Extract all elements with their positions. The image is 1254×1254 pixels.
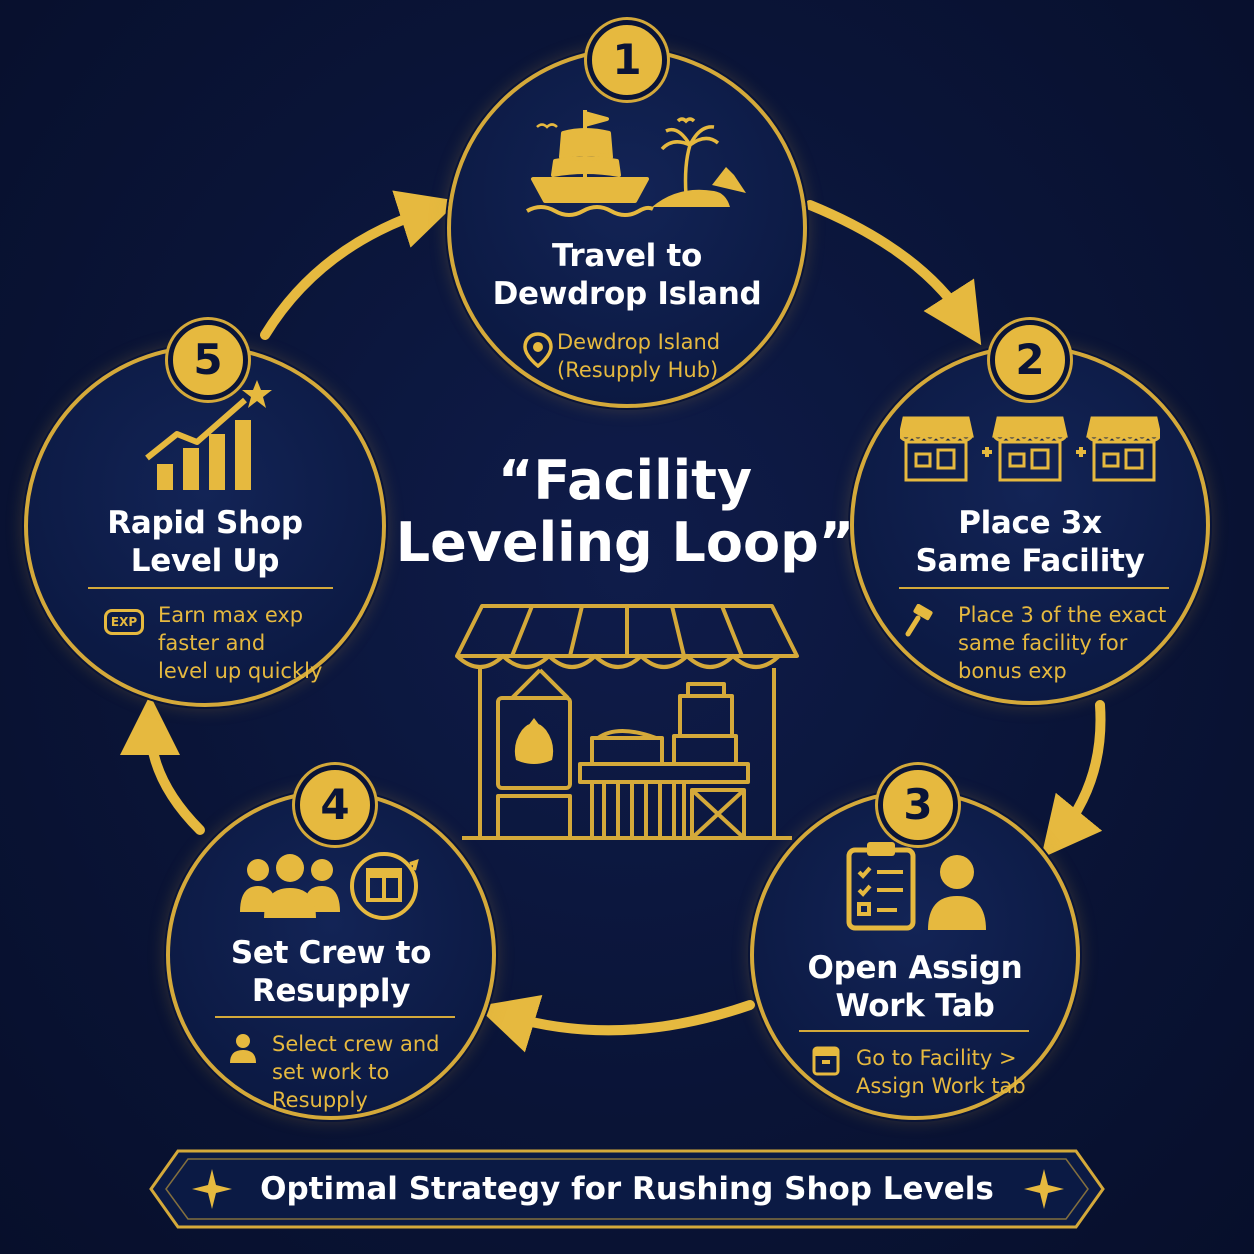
step-1-badge: 1 <box>587 20 667 100</box>
crew-group-icon <box>240 854 340 918</box>
step-4-desc-line3: Resupply <box>272 1088 368 1112</box>
step-3-title-line2: Work Tab <box>835 988 995 1024</box>
step-4-desc-line1: Select crew and <box>272 1032 440 1056</box>
step-4-title-line2: Resupply <box>251 973 411 1009</box>
exp-badge-label: EXP <box>110 615 138 629</box>
step-1-title-line2: Dewdrop Island <box>492 276 762 312</box>
step-2-badge: 2 <box>990 320 1070 400</box>
step-4-desc-line2: set work to <box>272 1060 390 1084</box>
arrow-4-to-5 <box>120 695 205 835</box>
step-3-title-line1: Open Assign <box>807 950 1023 986</box>
three-shops-icon <box>900 416 1160 482</box>
step-5-desc-line2: faster and <box>158 631 266 655</box>
step-2-divider <box>899 587 1169 589</box>
banner-frame <box>149 1149 1105 1229</box>
resupply-cycle-icon <box>350 852 419 920</box>
exp-badge-icon: EXP <box>104 609 144 635</box>
step-4-node: Set Crew to Resupply Select crew and set… <box>166 790 496 1120</box>
crew-member-icon <box>230 1034 256 1063</box>
center-title: “Facility Leveling Loop” <box>380 450 870 574</box>
step-4-badge: 4 <box>295 765 375 845</box>
arrow-5-to-1 <box>260 190 459 340</box>
banner-text: Optimal Strategy for Rushing Shop Levels <box>260 1171 994 1207</box>
hammer-icon <box>905 604 933 637</box>
center-title-line2: Leveling Loop” <box>395 511 855 574</box>
step-1-desc-line2: (Resupply Hub) <box>557 358 719 382</box>
step-2-title-line2: Same Facility <box>915 543 1145 579</box>
step-5-node: Rapid Shop Level Up EXP Earn max exp fas… <box>24 345 386 707</box>
step-3-desc-line1: Go to Facility > <box>856 1046 1017 1070</box>
step-2-node: Place 3x Same Facility Place 3 of the ex… <box>850 345 1210 705</box>
clipboard-icon <box>846 842 916 931</box>
arrow-2-to-3 <box>1041 700 1106 859</box>
step-1-desc-line1: Dewdrop Island <box>557 330 721 354</box>
step-2-desc-line3: bonus exp <box>958 659 1067 683</box>
step-3-desc-line2: Assign Work tab <box>856 1074 1026 1098</box>
step-4-divider <box>215 1016 455 1018</box>
step-1-node: Travel to Dewdrop Island Dewdrop Island … <box>447 48 807 408</box>
center-title-line1: “Facility <box>497 449 753 512</box>
island-icon <box>652 117 746 207</box>
step-3-badge: 3 <box>878 765 958 845</box>
sparkle-right-icon <box>1024 1169 1064 1209</box>
step-5-desc-line1: Earn max exp <box>158 603 304 627</box>
step-2-desc-line1: Place 3 of the exact <box>958 603 1167 627</box>
step-5-title-line1: Rapid Shop <box>107 505 303 541</box>
step-4-title-line1: Set Crew to <box>230 935 432 971</box>
pirate-ship-icon <box>526 110 654 217</box>
step-1-title-line1: Travel to <box>551 238 702 274</box>
step-5-title-line2: Level Up <box>130 543 280 579</box>
person-icon <box>928 855 986 930</box>
step-5-desc-line3: level up quickly <box>158 659 323 683</box>
step-5-badge: 5 <box>168 320 248 400</box>
growth-chart-icon <box>145 380 272 490</box>
box-icon <box>812 1046 840 1076</box>
step-5-divider <box>88 587 333 589</box>
arrow-3-to-4 <box>476 995 755 1053</box>
step-3-node: Open Assign Work Tab Go to Facility > As… <box>750 790 1080 1120</box>
market-stall-icon <box>455 604 799 840</box>
step-2-desc-line2: same facility for <box>958 631 1128 655</box>
step-3-divider <box>799 1030 1029 1032</box>
sparkle-left-icon <box>192 1169 232 1209</box>
arrow-1-to-2 <box>805 200 982 346</box>
step-2-title-line1: Place 3x <box>958 505 1102 541</box>
map-pin-icon <box>523 332 553 368</box>
